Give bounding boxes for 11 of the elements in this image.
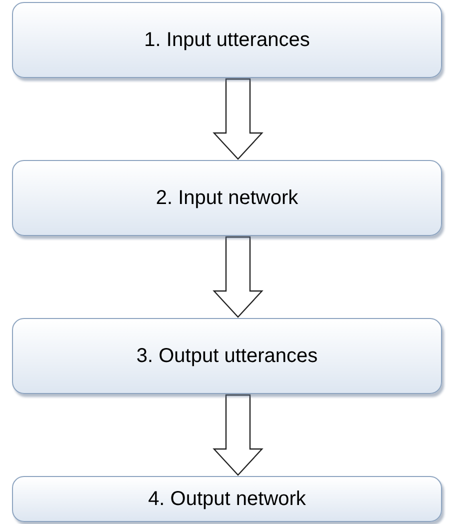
- process-box: [12, 2, 442, 78]
- process-box: [12, 318, 442, 394]
- step-label: 2. Input network: [156, 186, 298, 210]
- block-arrow: [212, 78, 264, 160]
- process-box: [12, 160, 442, 236]
- step-label: 3. Output utterances: [136, 344, 318, 368]
- step-label: 1. Input utterances: [144, 28, 310, 52]
- block-arrow: [212, 236, 264, 318]
- step-label: 4. Output network: [148, 488, 306, 510]
- process-box: [12, 476, 442, 522]
- block-arrow: [212, 394, 264, 476]
